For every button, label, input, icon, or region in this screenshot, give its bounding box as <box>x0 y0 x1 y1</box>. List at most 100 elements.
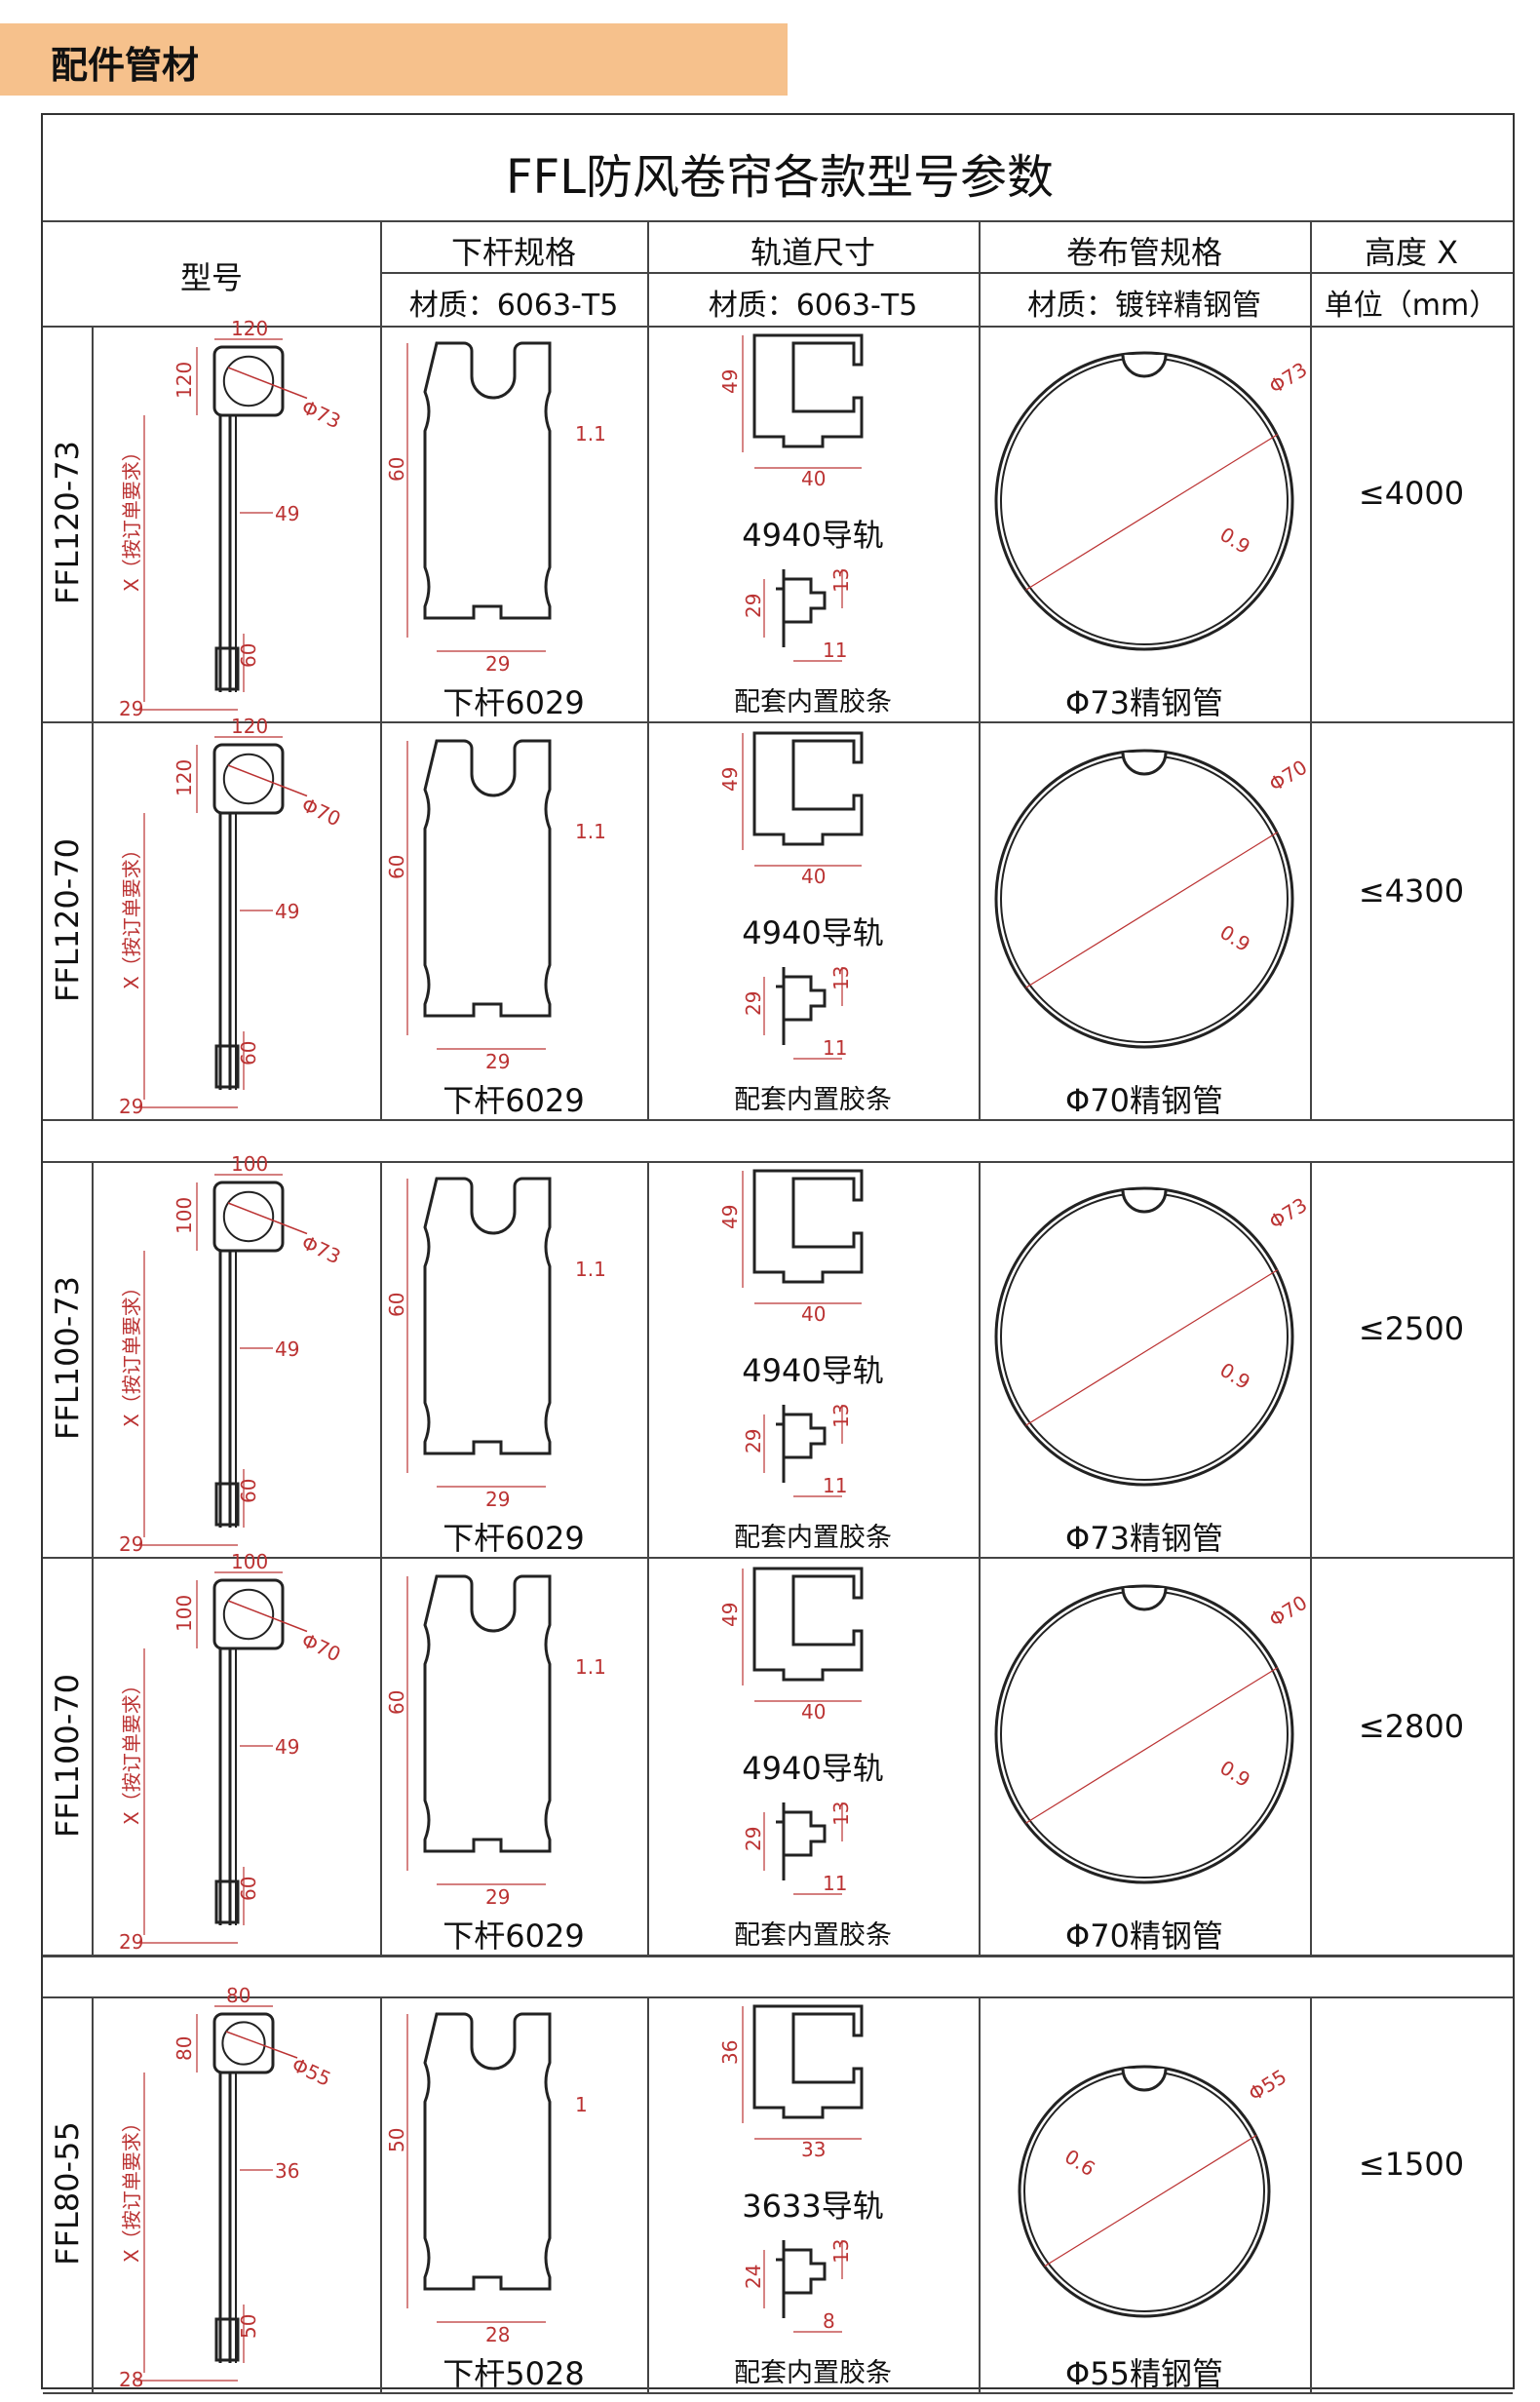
dim-label: 29 <box>485 1050 510 1073</box>
dim-label: 40 <box>801 1700 826 1724</box>
dim-label: 60 <box>237 1041 260 1065</box>
col-rule-1-4 <box>1310 723 1312 1119</box>
tube-caption-0: Φ73精钢管 <box>1065 684 1223 721</box>
dim-label: 49 <box>718 369 742 394</box>
dim-label: 29 <box>485 1885 510 1909</box>
col-rule-2-3 <box>979 1161 981 1557</box>
strip-caption-1: 配套内置胶条 <box>734 1085 892 1115</box>
tube-caption-1: Φ70精钢管 <box>1065 1082 1223 1119</box>
dim-label: 60 <box>237 643 260 668</box>
header-height-unit: 单位（mm） <box>1324 289 1499 323</box>
dim-label: 80 <box>226 1984 250 2007</box>
col-rule-h4 <box>1310 220 1312 328</box>
dim-label: 11 <box>823 1474 847 1497</box>
dim-label: X（按订单要求） <box>120 1277 143 1427</box>
dim-label: X（按订单要求） <box>120 1675 143 1825</box>
col-rule-3-0 <box>92 1559 94 1955</box>
dim-label: 1.1 <box>575 422 606 446</box>
col-rule-1-0 <box>92 723 94 1119</box>
col-rule-4-0 <box>92 1996 94 2392</box>
dim-label: Φ73 <box>1265 358 1312 399</box>
rail-caption-1: 4940导轨 <box>742 914 884 951</box>
tube-caption-3: Φ70精钢管 <box>1065 1918 1223 1955</box>
section-label: 配件管材 <box>51 44 200 87</box>
section-header-band: 配件管材 <box>0 23 788 96</box>
dim-label: 29 <box>119 697 143 720</box>
dim-label: 1.1 <box>575 1258 606 1281</box>
dim-label: 11 <box>823 1036 847 1060</box>
bottom-bar-caption-2: 下杆6029 <box>443 1520 585 1557</box>
header-tube: 卷布管规格 <box>1065 234 1222 271</box>
row-rule-4 <box>43 2392 1513 2394</box>
bottom-bar-caption-3: 下杆6029 <box>443 1918 585 1955</box>
dim-label: 50 <box>237 2314 260 2339</box>
strip-caption-3: 配套内置胶条 <box>734 1920 892 1951</box>
dim-label: 24 <box>742 2265 765 2289</box>
dim-label: 29 <box>742 594 765 618</box>
dim-label: 120 <box>173 362 196 399</box>
dim-label: 40 <box>801 1302 826 1326</box>
dim-label: 28 <box>119 2368 143 2391</box>
dim-label: 49 <box>718 767 742 792</box>
dim-label: 28 <box>485 2323 510 2346</box>
dim-label: 1.1 <box>575 1655 606 1679</box>
col-rule-3-4 <box>1310 1559 1312 1955</box>
dim-label: 0.9 <box>1215 523 1254 559</box>
rail-caption-4: 3633导轨 <box>742 2188 884 2225</box>
rule-header-mid <box>380 272 1513 274</box>
dim-label: 120 <box>231 317 268 340</box>
row-rule-1 <box>43 1119 1513 1121</box>
dim-label: X（按订单要求） <box>120 839 143 989</box>
dim-label: 29 <box>742 991 765 1016</box>
dim-label: 100 <box>173 1197 196 1234</box>
rail-caption-2: 4940导轨 <box>742 1352 884 1389</box>
dim-label: 49 <box>275 1337 299 1361</box>
dim-label: Φ70 <box>1265 1591 1312 1632</box>
col-rule-2-2 <box>647 1161 649 1557</box>
col-rule-1-3 <box>979 723 981 1119</box>
dim-label: 29 <box>742 1429 765 1453</box>
tube-caption-2: Φ73精钢管 <box>1065 1520 1223 1557</box>
dim-label: 29 <box>119 1532 143 1556</box>
col-rule-2-4 <box>1310 1161 1312 1557</box>
dim-label: 60 <box>237 1479 260 1503</box>
dim-label: 60 <box>385 457 408 482</box>
dim-label: X（按订单要求） <box>120 442 143 592</box>
tube-caption-4: Φ55精钢管 <box>1065 2355 1223 2392</box>
dim-label: X（按订单要求） <box>120 2112 143 2263</box>
rail-caption-0: 4940导轨 <box>742 517 884 554</box>
col-rule-h2 <box>647 220 649 328</box>
row-rule-3 <box>43 1955 1513 1956</box>
dim-label: 29 <box>742 1827 765 1851</box>
col-rule-1-2 <box>647 723 649 1119</box>
header-bottom-bar: 下杆规格 <box>450 234 576 271</box>
dim-label: 33 <box>801 2138 826 2161</box>
dim-label: 49 <box>718 1603 742 1627</box>
dim-label: 11 <box>823 639 847 662</box>
header-rail-material: 材质：6063-T5 <box>708 289 918 323</box>
row-rule-0 <box>43 721 1513 723</box>
dim-label: 0.9 <box>1215 1756 1254 1792</box>
rule-gap-bottom-0 <box>43 1161 1513 1163</box>
bottom-bar-caption-0: 下杆6029 <box>443 684 585 721</box>
dim-label: 11 <box>823 1872 847 1895</box>
dim-label: 13 <box>829 2239 853 2264</box>
max-height-0: ≤4000 <box>1358 475 1465 512</box>
col-rule-2-0 <box>92 1161 94 1557</box>
rule-header-bottom <box>43 326 1513 328</box>
dim-label: 80 <box>173 2036 196 2061</box>
model-name-1: FFL120-70 <box>49 838 86 1002</box>
max-height-4: ≤1500 <box>1358 2146 1465 2183</box>
dim-label: 40 <box>801 865 826 888</box>
dim-label: 40 <box>801 467 826 490</box>
header-rail: 轨道尺寸 <box>750 234 875 271</box>
col-rule-0-1 <box>380 326 382 721</box>
bottom-bar-caption-4: 下杆5028 <box>443 2355 585 2392</box>
